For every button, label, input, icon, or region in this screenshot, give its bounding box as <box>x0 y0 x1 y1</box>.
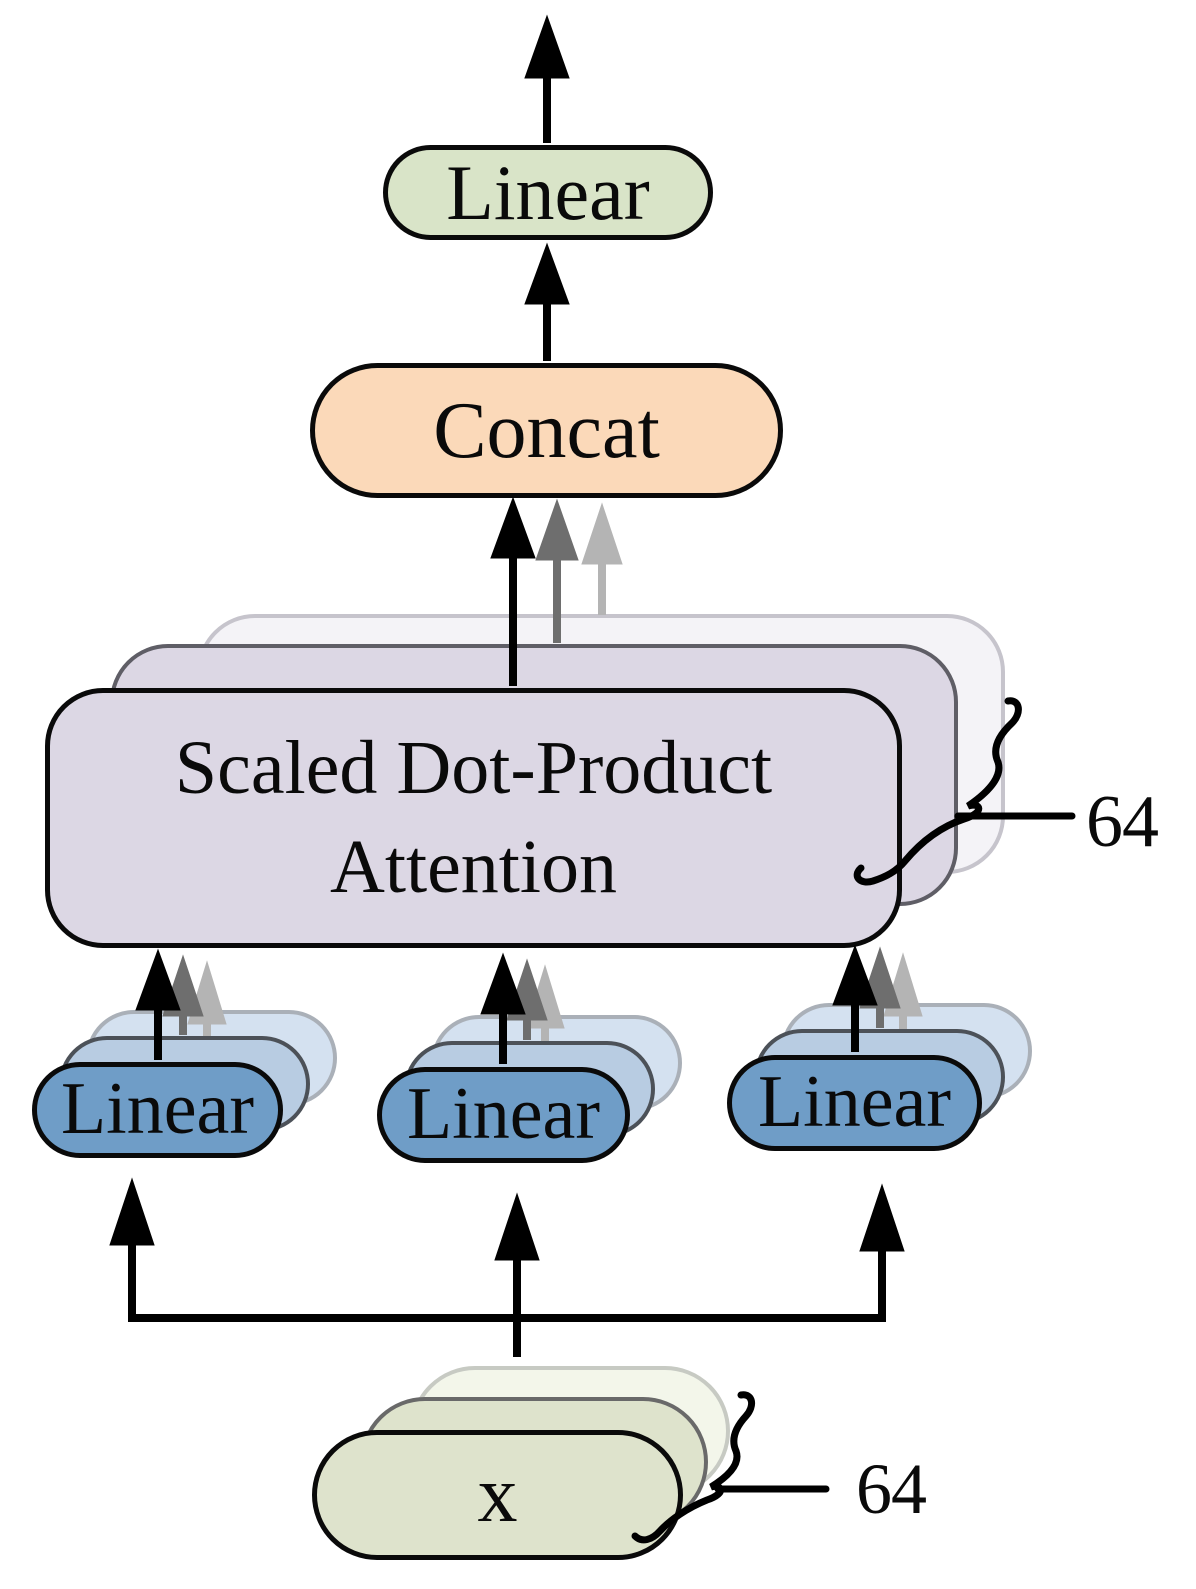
linear-right-box-front: Linear <box>727 1055 982 1151</box>
arrow-attention-back-to-concat-head <box>581 502 623 565</box>
concat-label: Concat <box>433 386 660 475</box>
final-linear-label: Linear <box>446 148 650 236</box>
arrow-output-head <box>524 14 570 79</box>
linear-middle-box-front: Linear <box>377 1067 630 1163</box>
attention-count-label: 64 <box>1086 781 1159 863</box>
arrow-concat-to-linear-head <box>524 242 570 305</box>
arrow-branch-left-head <box>109 1177 155 1246</box>
attention-label-line2: Attention <box>329 825 618 909</box>
arrow-linear-left-to-attention-head <box>135 948 181 1011</box>
attention-box-front: Scaled Dot-Product Attention <box>45 688 902 948</box>
arrow-linear-middle-to-attention-head <box>480 952 526 1015</box>
arrow-linear-right-to-attention-head <box>832 944 878 1006</box>
input-count-label: 64 <box>856 1449 927 1529</box>
input-box-front: x <box>312 1430 683 1560</box>
linear-right-label: Linear <box>757 1061 952 1144</box>
linear-left-label: Linear <box>60 1068 255 1151</box>
attention-label-line1: Scaled Dot-Product <box>174 726 773 811</box>
concat-box: Concat <box>310 363 783 498</box>
arrow-attention-mid-to-concat-head <box>535 498 579 561</box>
input-label: x <box>477 1451 518 1539</box>
arrow-branch-right-head <box>859 1183 905 1252</box>
arrow-linear-right-mid-head <box>859 946 901 1009</box>
arrow-linear-left-mid-head <box>162 954 204 1017</box>
linear-left-box-front: Linear <box>32 1062 283 1158</box>
linear-middle-label: Linear <box>406 1073 601 1156</box>
arrow-branch-center-head <box>494 1192 540 1261</box>
final-linear-box: Linear <box>383 145 713 240</box>
arrow-attention-to-concat-head <box>490 496 536 559</box>
arrow-linear-middle-mid-head <box>506 958 548 1021</box>
